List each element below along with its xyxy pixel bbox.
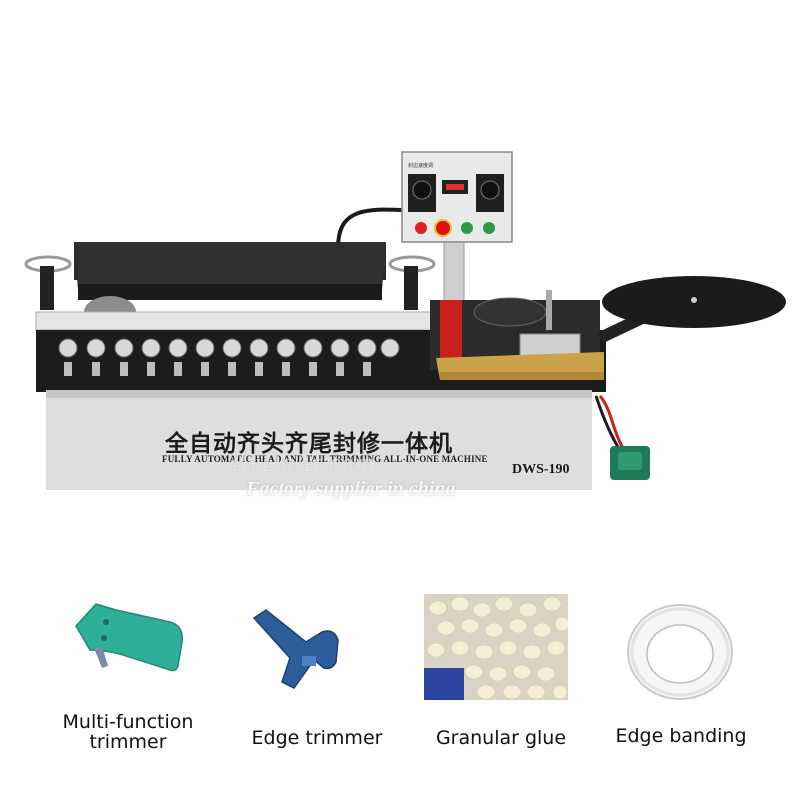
pressure-rollers [58, 338, 400, 358]
feed-rail [35, 311, 447, 331]
watermark-line1: ByDgAt.com [230, 448, 377, 477]
accessory-label-edge-banding: Edge banding [615, 725, 747, 747]
edge-banding-roll-icon [627, 604, 733, 700]
model-number: DWS-190 [512, 462, 570, 477]
power-cable [336, 207, 403, 249]
machine-base [46, 390, 592, 490]
accessory-label-glue: Granular glue [435, 727, 567, 749]
granular-glue-icon [424, 594, 568, 700]
start-button-2 [483, 222, 495, 234]
stop-button [415, 222, 427, 234]
edge-trimmer-icon [252, 609, 339, 689]
product-title-cn: 全自动齐头齐尾封修一体机 [165, 431, 453, 457]
multi-function-trimmer-icon [75, 603, 183, 672]
accessory-label-trimmer: Multi-function trimmer [62, 711, 194, 753]
start-button-1 [461, 222, 473, 234]
emergency-stop-button [434, 219, 452, 237]
edge-banding-machine-illustration: 封边速度调 [24, 151, 786, 490]
panel-pole [443, 239, 465, 303]
svg-text:封边速度调: 封边速度调 [408, 162, 433, 169]
watermark-line2: Factory supplier in china [246, 478, 456, 500]
product-title-en: FULLY AUTOMATIC HEAD AND TAIL TRIMMING A… [162, 454, 488, 464]
accessory-label-edge-trimmer: Edge trimmer [251, 727, 383, 749]
